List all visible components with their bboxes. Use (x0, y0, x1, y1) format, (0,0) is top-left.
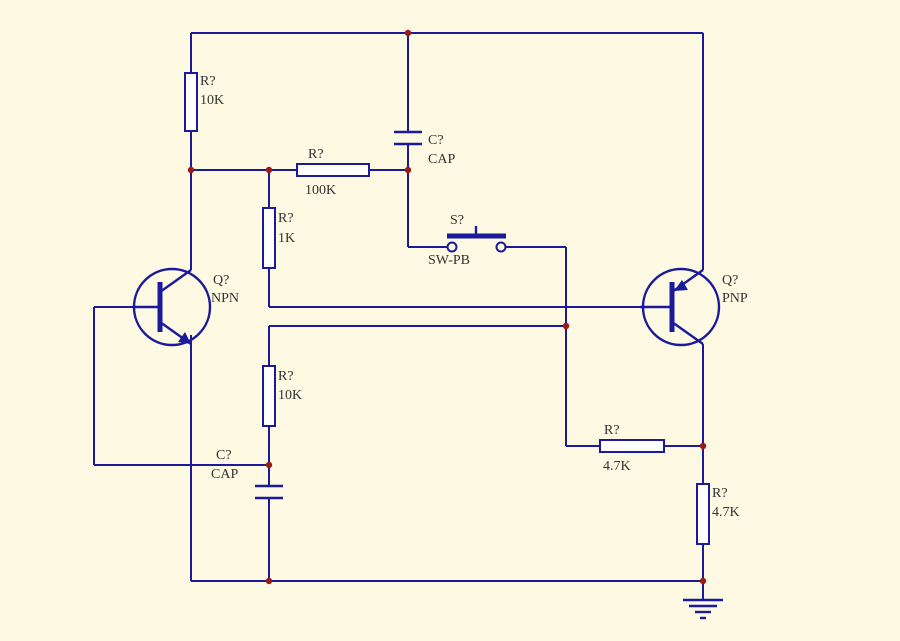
pnp-emitter-arrow-icon (674, 280, 688, 291)
label-value: PNP (722, 291, 748, 306)
label-ref: R? (308, 147, 324, 162)
npn-transistor[interactable] (132, 267, 212, 347)
label-ref: R? (200, 74, 216, 89)
junction-dot (187, 166, 195, 174)
label-value: 4.7K (603, 459, 631, 474)
label-ref: R? (278, 369, 294, 384)
label-value: 10K (278, 388, 302, 403)
junction-dot (404, 29, 412, 37)
switch-contact (495, 241, 507, 253)
resistor-r-horizontal[interactable] (599, 439, 665, 453)
resistor-r-mid[interactable] (262, 365, 276, 427)
junction-dot (265, 461, 273, 469)
label-value: CAP (211, 467, 238, 482)
junction-dot (265, 577, 273, 585)
label-ref: Q? (213, 273, 229, 288)
resistor-r-top-left[interactable] (184, 72, 198, 132)
resistor-r-1k[interactable] (262, 207, 276, 269)
junction-dot (699, 442, 707, 450)
resistor-r-100k[interactable] (296, 163, 370, 177)
label-ref: C? (216, 448, 232, 463)
label-ref: R? (278, 211, 294, 226)
npn-collector (159, 269, 192, 293)
label-value: 4.7K (712, 505, 740, 520)
label-value: 10K (200, 93, 224, 108)
junction-dot (562, 322, 570, 330)
switch-contact (446, 241, 458, 253)
label-value: 100K (305, 183, 336, 198)
label-value: NPN (211, 291, 239, 306)
label-ref: R? (604, 423, 620, 438)
capacitor-top[interactable] (394, 130, 422, 146)
wires (93, 32, 704, 600)
junction-dot (404, 166, 412, 174)
junction-dot (699, 577, 707, 585)
npn-emitter-arrow-icon (178, 332, 191, 344)
push-button-switch[interactable] (446, 226, 507, 253)
pnp-collector (671, 321, 704, 345)
junction-dot (265, 166, 273, 174)
label-ref: C? (428, 133, 444, 148)
label-ref: R? (712, 486, 728, 501)
resistor-r-vertical[interactable] (696, 483, 710, 545)
label-value: CAP (428, 152, 455, 167)
label-value: SW-PB (428, 253, 470, 268)
label-ref: S? (450, 213, 464, 228)
label-value: 1K (278, 231, 295, 246)
pnp-transistor[interactable] (640, 267, 721, 347)
junctions (187, 29, 707, 585)
ground-icon (683, 598, 723, 620)
capacitor-bottom[interactable] (255, 484, 283, 500)
label-ref: Q? (722, 273, 738, 288)
